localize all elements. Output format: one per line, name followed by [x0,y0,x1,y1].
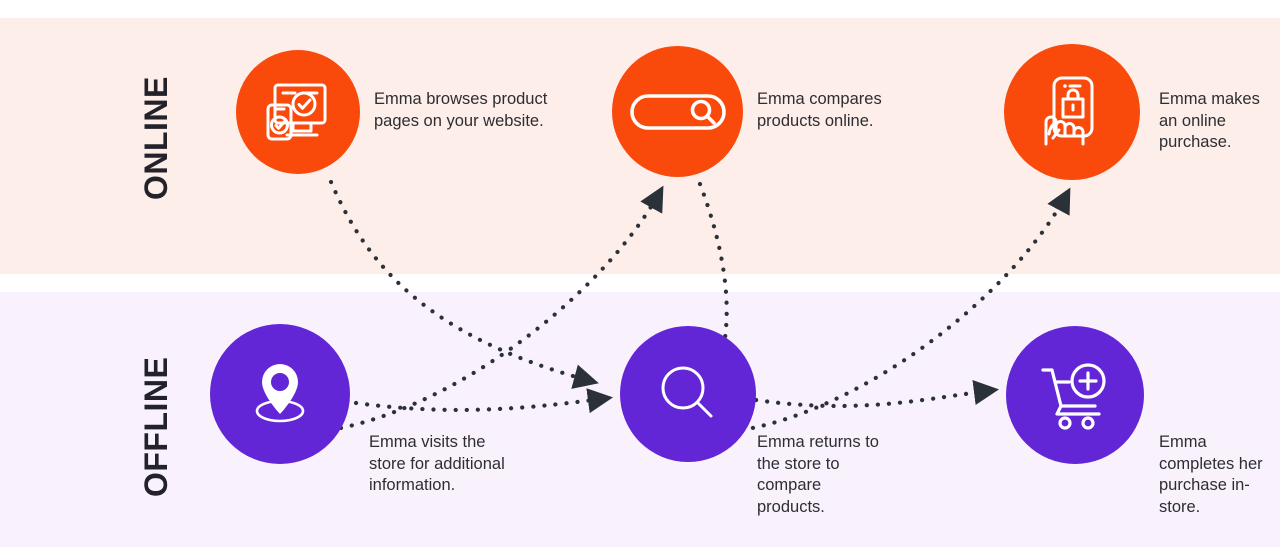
magnifier-icon [661,366,713,418]
devices-check-icon [266,83,327,141]
map-pin-icon [255,364,305,423]
node-online-compare[interactable] [612,46,743,177]
node-offline-compare[interactable] [620,326,756,462]
node-offline-visit[interactable] [210,324,350,464]
caption-offline-visit: Emma visits the store for additional inf… [369,433,505,494]
node-online-browse[interactable] [236,50,360,174]
search-bar-icon [629,93,726,130]
section-label-online: ONLINE [138,76,174,200]
caption-offline-purchase: Emma completes her purchase in-store. [1159,433,1263,516]
caption-online-browse: Emma browses product pages on your websi… [374,90,548,130]
node-online-purchase[interactable] [1004,44,1140,180]
caption-offline-compare: Emma returns to the store to compare pro… [757,433,879,516]
node-offline-purchase[interactable] [1006,326,1144,464]
caption-online-purchase: Emma makes an online purchase. [1159,90,1260,151]
cart-plus-icon [1041,363,1106,430]
section-label-offline: OFFLINE [138,356,174,497]
hand-phone-bag-icon [1044,76,1094,146]
caption-online-compare: Emma compares products online. [757,90,882,130]
